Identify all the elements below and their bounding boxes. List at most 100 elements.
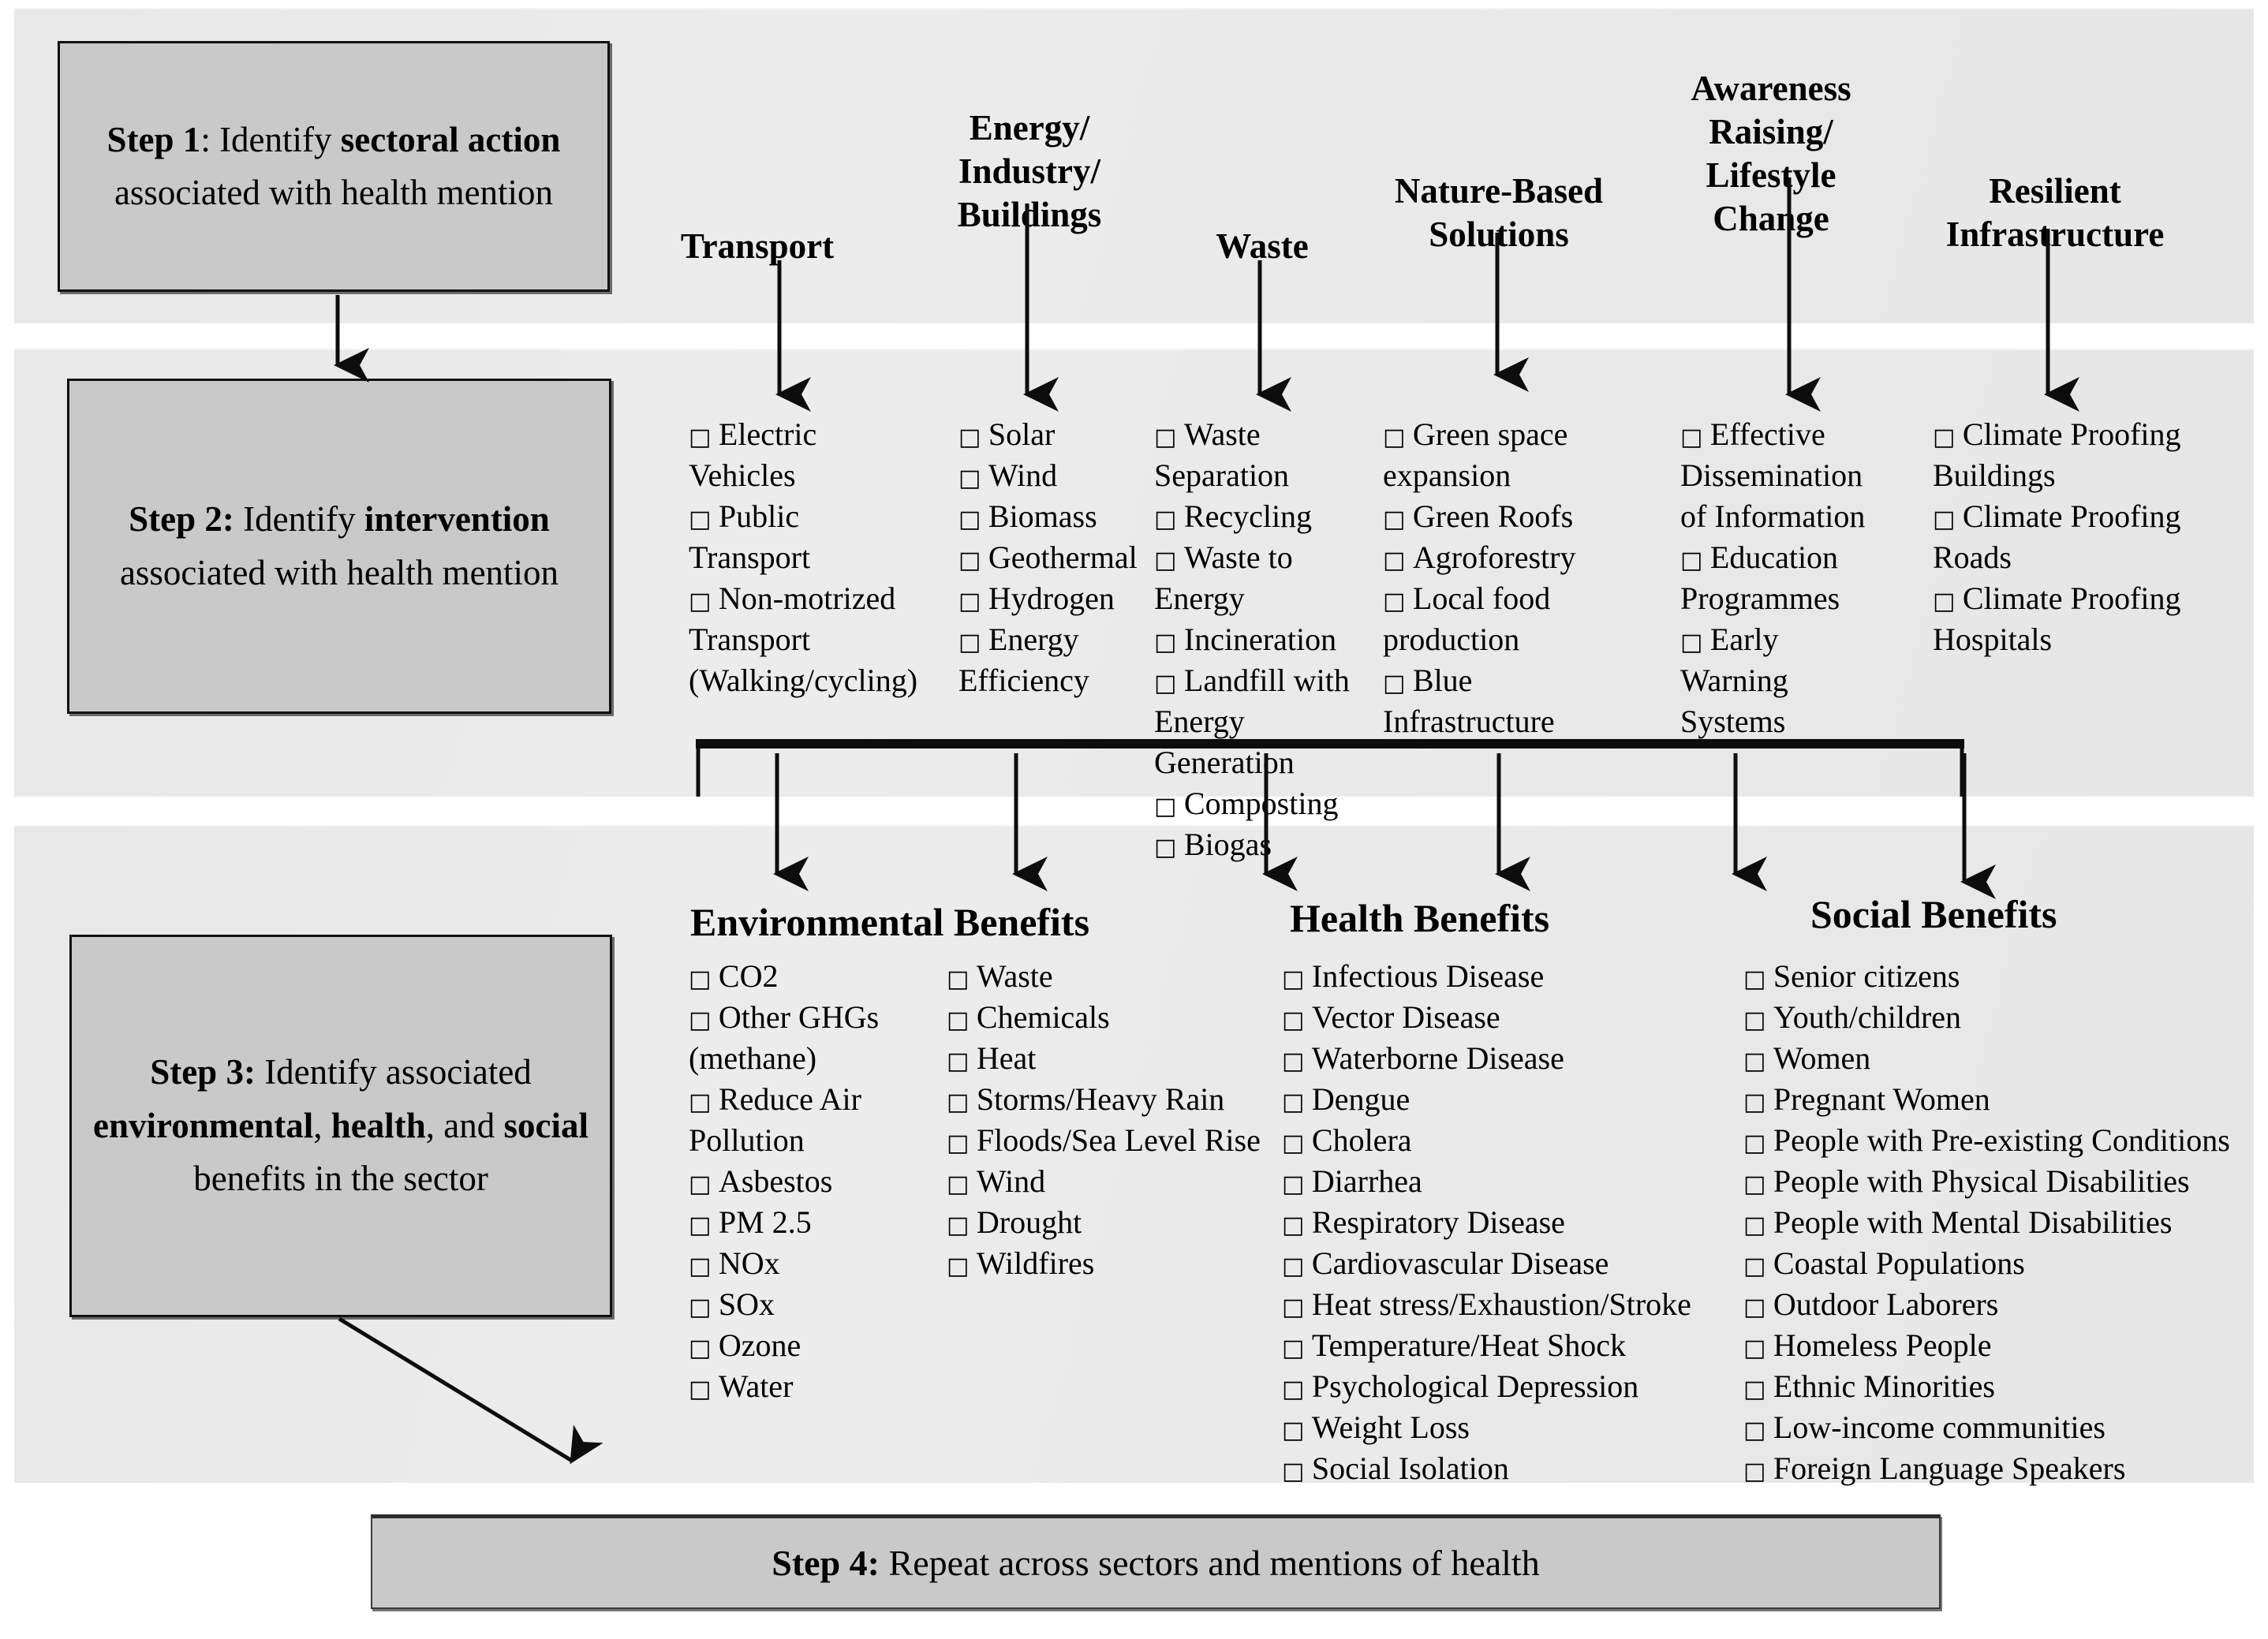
checkbox-icon[interactable]: □	[958, 588, 988, 615]
checkbox-icon[interactable]: □	[1282, 1458, 1312, 1485]
checkbox-icon[interactable]: □	[947, 1047, 977, 1075]
benefit-item[interactable]: □ People with Physical Disabilities	[1743, 1161, 2233, 1202]
benefit-item[interactable]: □ Infectious Disease	[1282, 956, 1724, 997]
intervention-item[interactable]: □ Agroforestry	[1383, 537, 1584, 578]
intervention-item[interactable]: □ Geothermal	[958, 537, 1148, 578]
intervention-item[interactable]: □ Recycling	[1154, 496, 1391, 537]
benefit-item[interactable]: □ Asbestos	[689, 1161, 917, 1202]
checkbox-icon[interactable]: □	[1282, 1212, 1312, 1239]
intervention-item[interactable]: □ Biomass	[958, 496, 1148, 537]
benefit-item[interactable]: □ People with Mental Disabilities	[1743, 1202, 2233, 1243]
checkbox-icon[interactable]: □	[1743, 1129, 1773, 1157]
intervention-item[interactable]: □ Energy Efficiency	[958, 619, 1148, 701]
checkbox-icon[interactable]: □	[1282, 1047, 1312, 1075]
checkbox-icon[interactable]: □	[1743, 1006, 1773, 1034]
checkbox-icon[interactable]: □	[1383, 547, 1413, 574]
checkbox-icon[interactable]: □	[1933, 506, 1963, 533]
checkbox-icon[interactable]: □	[1743, 965, 1773, 993]
intervention-item[interactable]: □ Waste Separation	[1154, 414, 1391, 496]
checkbox-icon[interactable]: □	[947, 1212, 977, 1239]
checkbox-icon[interactable]: □	[1154, 629, 1184, 656]
checkbox-icon[interactable]: □	[689, 965, 719, 993]
intervention-item[interactable]: □ Biogas	[1154, 824, 1391, 865]
checkbox-icon[interactable]: □	[689, 1253, 719, 1280]
checkbox-icon[interactable]: □	[1282, 1129, 1312, 1157]
checkbox-icon[interactable]: □	[1743, 1417, 1773, 1444]
checkbox-icon[interactable]: □	[1680, 424, 1710, 451]
checkbox-icon[interactable]: □	[1743, 1376, 1773, 1403]
benefit-item[interactable]: □ Foreign Language Speakers	[1743, 1448, 2233, 1489]
checkbox-icon[interactable]: □	[947, 1006, 977, 1034]
intervention-item[interactable]: □ Incineration	[1154, 619, 1391, 660]
benefit-item[interactable]: □ Other GHGs (methane)	[689, 997, 917, 1079]
checkbox-icon[interactable]: □	[1282, 1376, 1312, 1403]
intervention-item[interactable]: □ Green space expansion	[1383, 414, 1584, 496]
intervention-item[interactable]: □ Local food production	[1383, 578, 1584, 660]
checkbox-icon[interactable]: □	[689, 588, 719, 615]
checkbox-icon[interactable]: □	[958, 465, 988, 492]
checkbox-icon[interactable]: □	[947, 1170, 977, 1198]
checkbox-icon[interactable]: □	[1743, 1212, 1773, 1239]
checkbox-icon[interactable]: □	[958, 629, 988, 656]
benefit-item[interactable]: □ Drought	[947, 1202, 1262, 1243]
benefit-item[interactable]: □ Women	[1743, 1038, 2233, 1079]
checkbox-icon[interactable]: □	[689, 1170, 719, 1198]
benefit-item[interactable]: □ Respiratory Disease	[1282, 1202, 1724, 1243]
benefit-item[interactable]: □ Diarrhea	[1282, 1161, 1724, 1202]
benefit-item[interactable]: □ Ethnic Minorities	[1743, 1366, 2233, 1407]
benefit-item[interactable]: □ SOx	[689, 1284, 917, 1325]
benefit-item[interactable]: □ Vector Disease	[1282, 997, 1724, 1038]
benefit-item[interactable]: □ Waterborne Disease	[1282, 1038, 1724, 1079]
checkbox-icon[interactable]: □	[1383, 588, 1413, 615]
benefit-item[interactable]: □ Water	[689, 1366, 917, 1407]
checkbox-icon[interactable]: □	[1154, 424, 1184, 451]
checkbox-icon[interactable]: □	[1282, 1170, 1312, 1198]
checkbox-icon[interactable]: □	[1282, 1253, 1312, 1280]
benefit-item[interactable]: □ Cholera	[1282, 1120, 1724, 1161]
checkbox-icon[interactable]: □	[1743, 1335, 1773, 1362]
checkbox-icon[interactable]: □	[947, 1253, 977, 1280]
benefit-item[interactable]: □ Floods/Sea Level Rise	[947, 1120, 1262, 1161]
intervention-item[interactable]: □ Climate Proofing Buildings	[1933, 414, 2209, 496]
checkbox-icon[interactable]: □	[1743, 1294, 1773, 1321]
benefit-item[interactable]: □ People with Pre-existing Conditions	[1743, 1120, 2233, 1161]
checkbox-icon[interactable]: □	[1743, 1458, 1773, 1485]
benefit-item[interactable]: □ Wildfires	[947, 1243, 1262, 1284]
checkbox-icon[interactable]: □	[1154, 670, 1184, 697]
intervention-item[interactable]: □ Effective Dissemination of Information	[1680, 414, 1881, 537]
checkbox-icon[interactable]: □	[958, 506, 988, 533]
intervention-item[interactable]: □ Green Roofs	[1383, 496, 1584, 537]
benefit-item[interactable]: □ Low-income communities	[1743, 1407, 2233, 1448]
benefit-item[interactable]: □ Chemicals	[947, 997, 1262, 1038]
checkbox-icon[interactable]: □	[689, 424, 719, 451]
intervention-item[interactable]: □ Solar	[958, 414, 1148, 455]
intervention-item[interactable]: □ Composting	[1154, 783, 1391, 824]
benefit-item[interactable]: □ Homeless People	[1743, 1325, 2233, 1366]
benefit-item[interactable]: □ Weight Loss	[1282, 1407, 1724, 1448]
checkbox-icon[interactable]: □	[1154, 793, 1184, 820]
checkbox-icon[interactable]: □	[689, 1212, 719, 1239]
checkbox-icon[interactable]: □	[689, 1294, 719, 1321]
checkbox-icon[interactable]: □	[689, 1006, 719, 1034]
intervention-item[interactable]: □ Climate Proofing Hospitals	[1933, 578, 2209, 660]
checkbox-icon[interactable]: □	[1282, 965, 1312, 993]
intervention-item[interactable]: □ Public Transport	[689, 496, 925, 578]
benefit-item[interactable]: □ Outdoor Laborers	[1743, 1284, 2233, 1325]
checkbox-icon[interactable]: □	[1743, 1170, 1773, 1198]
checkbox-icon[interactable]: □	[689, 1376, 719, 1403]
intervention-item[interactable]: □ Hydrogen	[958, 578, 1148, 619]
benefit-item[interactable]: □ Cardiovascular Disease	[1282, 1243, 1724, 1284]
benefit-item[interactable]: □ PM 2.5	[689, 1202, 917, 1243]
checkbox-icon[interactable]: □	[1383, 506, 1413, 533]
intervention-item[interactable]: □ Wind	[958, 455, 1148, 496]
benefit-item[interactable]: □ Storms/Heavy Rain	[947, 1079, 1262, 1120]
checkbox-icon[interactable]: □	[1743, 1253, 1773, 1280]
benefit-item[interactable]: □ Dengue	[1282, 1079, 1724, 1120]
checkbox-icon[interactable]: □	[958, 547, 988, 574]
benefit-item[interactable]: □ Social Isolation	[1282, 1448, 1724, 1489]
checkbox-icon[interactable]: □	[689, 1335, 719, 1362]
benefit-item[interactable]: □ CO2	[689, 956, 917, 997]
intervention-item[interactable]: □ Non-motrized Transport (Walking/cyclin…	[689, 578, 925, 701]
benefit-item[interactable]: □ Youth/children	[1743, 997, 2233, 1038]
benefit-item[interactable]: □ Psychological Depression	[1282, 1366, 1724, 1407]
